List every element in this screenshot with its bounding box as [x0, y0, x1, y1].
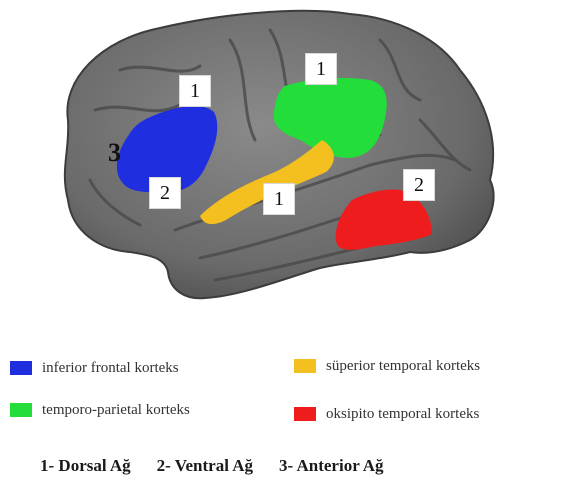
green-region-label: 1: [306, 54, 336, 84]
network-dorsal: 1- Dorsal Ağ: [40, 456, 131, 476]
legend-swatch-yellow: [294, 359, 316, 373]
legend-label: oksipito temporal korteks: [326, 406, 479, 423]
legend-swatch-red: [294, 407, 316, 421]
red-region-label: 2: [404, 170, 434, 200]
legend-swatch-green: [10, 403, 32, 417]
legend-label: inferior frontal korteks: [42, 360, 179, 377]
legend-label: temporo-parietal korteks: [42, 402, 190, 419]
network-anterior: 3- Anterior Ağ: [279, 456, 384, 476]
legend-swatch-blue: [10, 361, 32, 375]
blue-region-label-left: 3: [108, 138, 121, 168]
legend-item-superior-temporal: süperior temporal korteks: [294, 354, 480, 378]
network-ventral: 2- Ventral Ağ: [157, 456, 253, 476]
legend-item-inferior-frontal: inferior frontal korteks: [10, 356, 179, 380]
blue-region-label-bottom: 2: [150, 178, 180, 208]
yellow-region-label: 1: [264, 184, 294, 214]
legend-item-oksipito-temporal: oksipito temporal korteks: [294, 402, 479, 426]
blue-region-label-top: 1: [180, 76, 210, 106]
legend-label: süperior temporal korteks: [326, 358, 480, 375]
legend-item-temporo-parietal: temporo-parietal korteks: [10, 398, 190, 422]
network-list: 1- Dorsal Ağ 2- Ventral Ağ 3- Anterior A…: [40, 456, 540, 476]
